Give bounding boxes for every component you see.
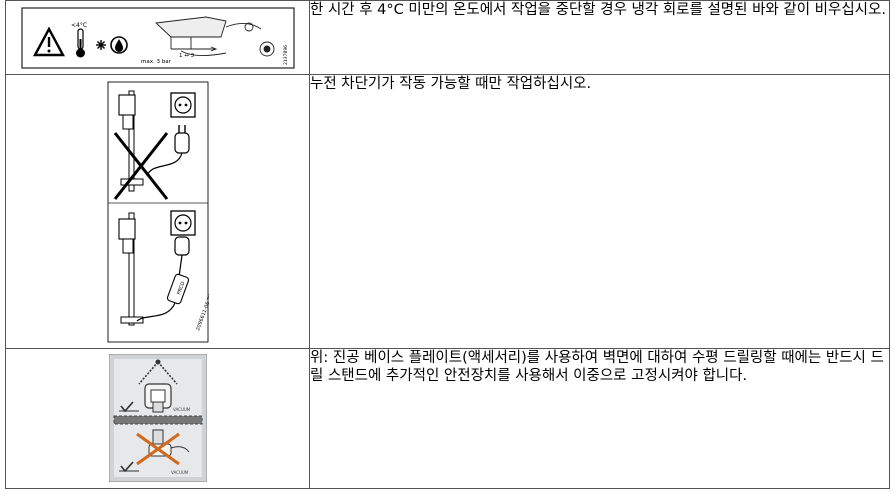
cross-icon	[135, 432, 180, 466]
vacuum-figure: VACUUM VACUUM	[108, 354, 207, 482]
instruction-table: <4°C	[5, 0, 890, 489]
water-drop-icon	[109, 36, 128, 54]
figure-cell: VACUUM VACUUM	[5, 348, 310, 489]
figure-code: 2137896	[283, 45, 289, 65]
instruction-text: 누전 차단기가 작동 가능할 때만 작업하십시오.	[309, 74, 890, 349]
temp-label: <4°C	[71, 22, 87, 29]
vacuum-label-top: VACUUM	[173, 407, 191, 412]
hose-pressure-diagram	[154, 16, 274, 57]
prcd-label: PRCD	[176, 281, 186, 296]
instruction-text: 위: 진공 베이스 플레이트(액세서리)를 사용하여 벽면에 대하여 수평 드릴…	[309, 348, 890, 489]
vacuum-base-plate-icon	[137, 359, 178, 413]
prcd-figure: PRCD 2096611-06.2014	[107, 81, 209, 343]
thermometer-icon: <4°C	[71, 22, 87, 58]
table-row: <4°C	[5, 0, 890, 75]
instruction-text: 한 시간 후 4°C 미만의 온도에서 작업을 중단할 경우 냉각 회로를 설명…	[309, 0, 890, 75]
warning-triangle-icon	[32, 26, 65, 57]
figure-cell: PRCD 2096611-06.2014	[5, 74, 310, 349]
table-row: VACUUM VACUUM 위: 진공 베이스 플레이트	[5, 348, 890, 489]
prcd-plug-icon	[117, 210, 196, 326]
snowflake-icon	[95, 40, 106, 50]
cooling-drain-figure: <4°C	[20, 7, 295, 69]
vacuum-label-bottom: VACUUM	[171, 470, 189, 475]
crossed-out-plug-icon	[113, 90, 196, 200]
figure-cell: <4°C	[5, 0, 310, 75]
table-row: PRCD 2096611-06.2014 누전 차단기가 작동 가능할 때만 작…	[5, 74, 890, 349]
time-label: 1 ↔ 3	[179, 53, 195, 59]
pressure-label: max. 3 bar	[141, 59, 172, 65]
